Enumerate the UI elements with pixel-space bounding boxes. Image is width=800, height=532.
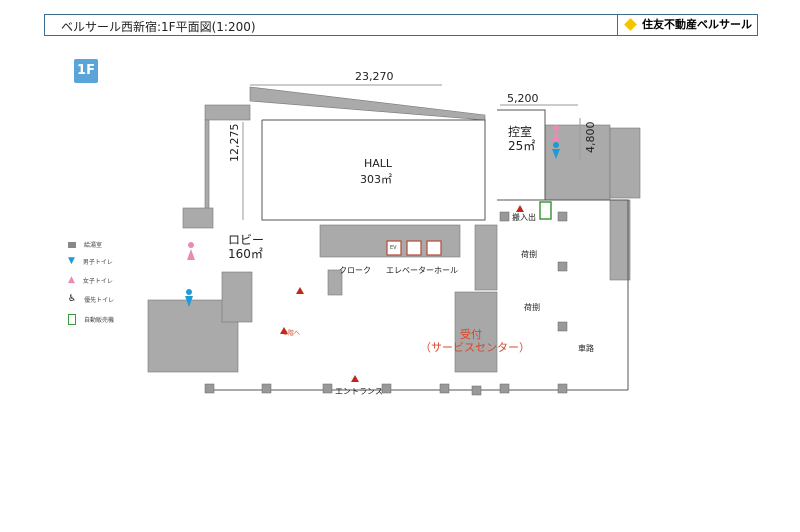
columns: [204, 211, 568, 396]
legend-label: 男子トイレ: [82, 258, 113, 266]
page-title: ベルサール西新宿:1F平面図(1:200): [61, 20, 256, 34]
kettle-icon: [68, 241, 76, 248]
loading-outline: [497, 199, 629, 390]
elevators: [386, 240, 442, 256]
wall-west: [204, 119, 210, 211]
entry-markers: [280, 205, 524, 382]
vending-machine-icon: [68, 314, 76, 325]
legend-label: 優先トイレ: [84, 296, 115, 304]
legend-item: ▼ 男子トイレ: [68, 256, 113, 266]
legend-item: 自動販売機: [68, 314, 114, 325]
hall-north-wall: [249, 86, 486, 121]
control-room-wall: [497, 109, 546, 200]
delivery-label: 搬入出: [512, 213, 536, 222]
floor-badge: 1F: [74, 59, 98, 83]
entrance-label: エントランス: [335, 387, 383, 396]
accessible-toilet-icon: ♿: [68, 294, 77, 304]
loading-area-1: 荷捌: [521, 250, 537, 259]
stair-block: [474, 224, 498, 291]
wall-block-2: [182, 207, 214, 229]
carpark-label: 車路: [578, 344, 594, 353]
hall-name: HALL: [364, 157, 393, 170]
accessible-block: [221, 271, 253, 323]
legend-label: 自動販売機: [84, 317, 115, 324]
legend-item: ♿ 優先トイレ: [68, 294, 114, 304]
brand-name: 住友不動産ベルサール: [642, 18, 752, 31]
vending-machine-icon: [539, 201, 552, 220]
header-bar: ベルサール西新宿:1F平面図(1:200) 住友不動産ベルサール: [44, 14, 758, 36]
cloak-label: クローク: [339, 266, 371, 275]
dim-room-width: 5,200: [507, 92, 539, 105]
east-block: [609, 127, 641, 199]
female-toilet-icon: ▲: [68, 275, 75, 285]
dim-hall-width: 23,270: [355, 70, 394, 83]
lobby-name: ロビー: [228, 233, 265, 247]
to-2f-label: 2階へ: [284, 330, 300, 337]
lobby-area: 160㎡: [228, 247, 263, 261]
control-room-area: 25㎡: [508, 139, 536, 153]
wall-block: [204, 104, 251, 121]
toilet-icons: [185, 125, 560, 307]
reception-block: [454, 291, 498, 373]
legend-label: 女子トイレ: [82, 277, 113, 285]
male-toilet-icon: ▼: [68, 256, 75, 266]
reception-sub-label: （サービスセンター）: [420, 341, 530, 354]
dim-hall-height: 12,275: [228, 123, 241, 163]
loading-area-2: 荷捌: [524, 303, 540, 312]
legend-item: ▲ 女子トイレ: [68, 275, 113, 285]
legend-label: 給湯室: [84, 242, 103, 249]
control-room-name: 控室: [508, 125, 533, 139]
east-column: [609, 199, 631, 281]
cloak-pillar: [327, 269, 343, 296]
hall-outline: [261, 119, 486, 221]
elevator-hall-label: エレベーターホール: [386, 266, 458, 275]
legend-item: 給湯室: [68, 240, 102, 249]
reception-label: 受付: [460, 328, 482, 341]
ev-label: EV: [390, 245, 397, 251]
brand-logo: 住友不動産ベルサール: [617, 15, 757, 35]
dim-room-height: 4,800: [584, 121, 597, 154]
hall-area: 303㎡: [360, 173, 392, 186]
